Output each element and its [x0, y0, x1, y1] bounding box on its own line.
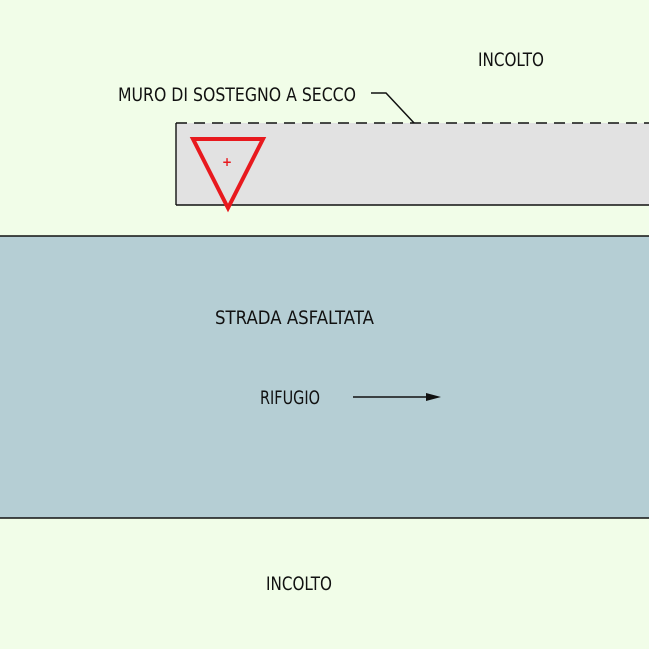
triangle-warning-icon [189, 137, 267, 213]
triangle-marker-plus: + [222, 155, 232, 169]
incolto-bottom-label: INCOLTO [266, 573, 332, 595]
asphalt-road [0, 236, 649, 518]
incolto-top-label: INCOLTO [478, 49, 544, 71]
muro-label: MURO DI SOSTEGNO A SECCO [118, 84, 356, 106]
rifugio-label: RIFUGIO [260, 387, 320, 409]
rifugio-arrowhead-icon [426, 393, 441, 401]
retaining-wall [176, 123, 649, 205]
strada-label: STRADA ASFALTATA [215, 307, 374, 329]
